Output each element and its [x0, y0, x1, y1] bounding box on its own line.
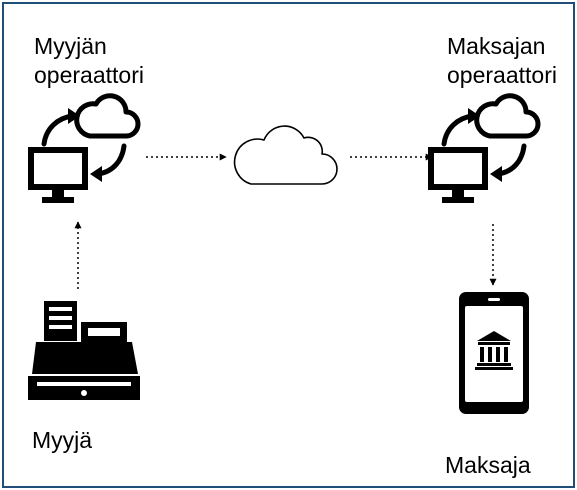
computer-icon — [428, 147, 488, 203]
computer-icon — [28, 147, 88, 203]
seller-operator-label-line2: operaattori — [34, 62, 144, 88]
payer-operator-label: Maksajan operaattori — [447, 32, 557, 90]
payer-operator-label-line1: Maksajan — [447, 33, 546, 59]
cloud-icon — [74, 93, 141, 139]
payer-label: Maksaja — [445, 452, 531, 478]
cloud-icon — [474, 93, 541, 139]
payment-flow-diagram — [28, 93, 541, 414]
seller-operator-label: Myyjän operaattori — [34, 32, 144, 90]
smartphone-bank-icon — [459, 292, 529, 414]
seller-operator-icon — [28, 93, 141, 203]
seller-label: Myyjä — [32, 427, 93, 453]
payer-operator-icon — [428, 93, 541, 203]
network-cloud-icon — [233, 125, 338, 185]
seller-operator-label-line1: Myyjän — [34, 33, 107, 59]
bank-icon — [475, 331, 513, 370]
cash-register-icon — [28, 301, 140, 400]
payer-operator-label-line2: operaattori — [447, 62, 557, 88]
